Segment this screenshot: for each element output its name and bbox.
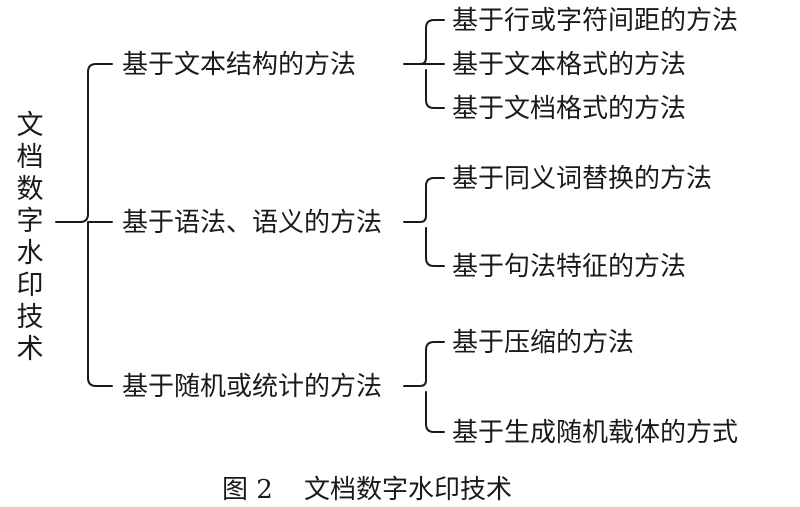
group-label-text-structure: 基于文本结构的方法 [122,50,356,80]
leaf-text-format: 基于文本格式的方法 [452,50,686,80]
root-label-char: 文 [17,110,44,141]
group-brace-random-statistics [403,341,445,433]
leaf-document-format: 基于文档格式的方法 [452,94,686,124]
group-label-syntax-semantics: 基于语法、语义的方法 [122,208,382,238]
leaf-compression: 基于压缩的方法 [452,328,634,358]
group-label-random-statistics: 基于随机或统计的方法 [122,372,382,402]
figure-title: 文档数字水印技术 [304,475,512,505]
root-label-char: 印 [17,270,44,301]
leaf-line-char-spacing: 基于行或字符间距的方法 [452,6,738,36]
root-label-char: 数 [17,174,44,205]
group-brace-syntax-semantics [403,177,445,267]
root-brace [55,63,113,387]
root-label: 文档数字水印技术 [17,110,44,365]
leaf-syntactic-features: 基于句法特征的方法 [452,252,686,282]
leaf-random-carrier: 基于生成随机载体的方式 [452,418,738,448]
group-brace-text-structure [403,19,445,109]
root-label-char: 字 [17,206,44,237]
root-label-char: 技 [17,302,44,333]
root-label-char: 水 [17,238,44,269]
root-label-char: 术 [17,334,44,365]
root-label-char: 档 [17,142,44,173]
figure-number: 图 2 [222,475,273,505]
leaf-synonym-substitution: 基于同义词替换的方法 [452,164,712,194]
